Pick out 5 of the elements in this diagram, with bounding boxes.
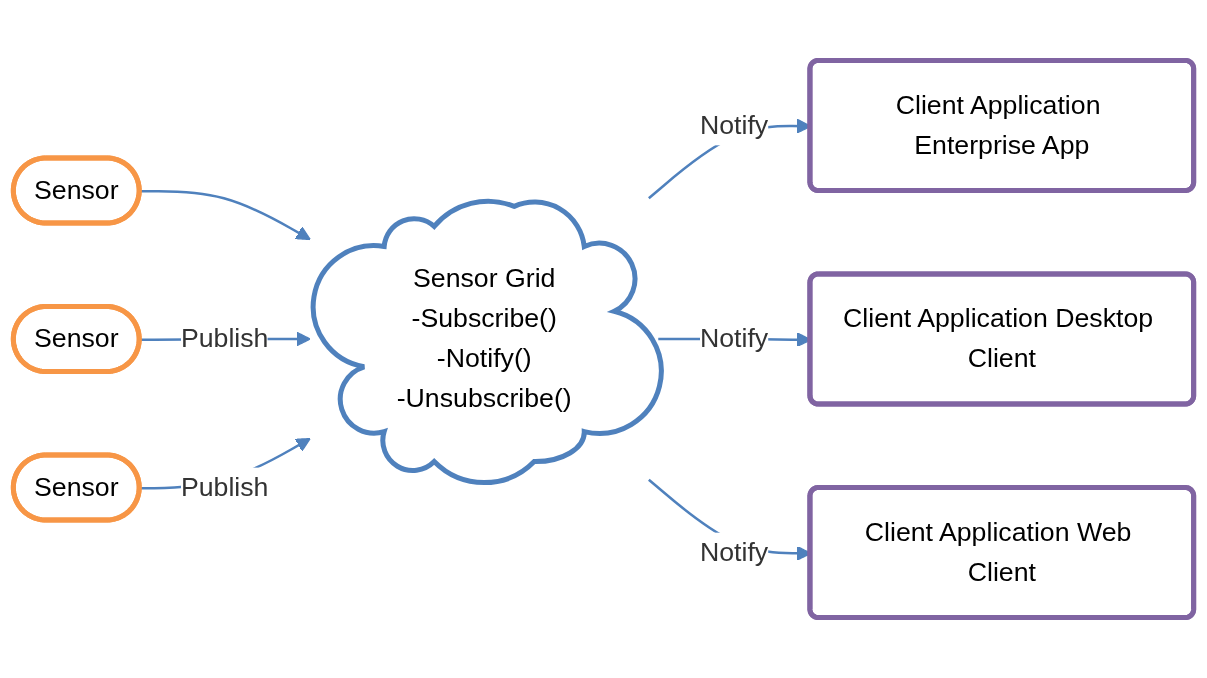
edge-label: Notify — [699, 323, 769, 353]
edge-label: Publish — [180, 323, 269, 353]
edge-label: Notify — [699, 537, 769, 566]
edge-label: Notify — [699, 110, 769, 139]
edge-label: Publish — [180, 472, 269, 501]
